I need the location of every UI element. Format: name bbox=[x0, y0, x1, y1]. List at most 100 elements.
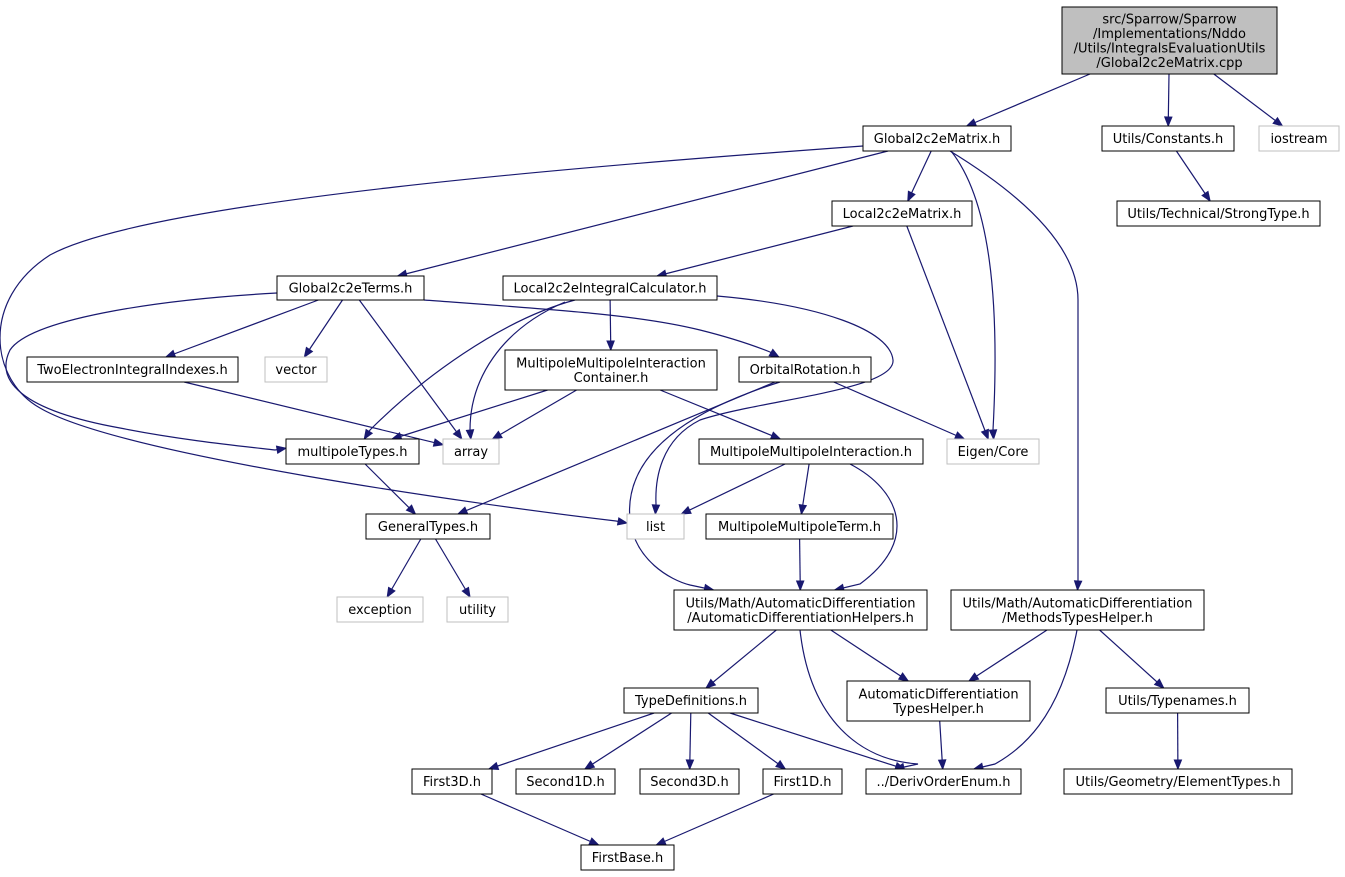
edge-mpmp_interaction_h-to-list bbox=[681, 463, 786, 515]
node-box bbox=[1101, 125, 1235, 152]
edge-arrowhead bbox=[967, 672, 980, 682]
edge-typedefinitions_h-to-first1d_h bbox=[707, 712, 786, 770]
node-box bbox=[946, 438, 1040, 465]
node-exception: exception bbox=[336, 596, 424, 623]
edge-utils_constants_h-to-utils_technical_strongtype_h bbox=[1175, 150, 1211, 202]
node-label: Eigen/Core bbox=[958, 445, 1029, 460]
edge-local2c2ematrix_h-to-local2c2eintegralcalculator_h bbox=[656, 225, 854, 277]
node-label: TypeDefinitions.h bbox=[634, 694, 747, 709]
node-label: /Utils/IntegralsEvaluationUtils bbox=[1074, 41, 1266, 56]
node-local2c2ematrix-h[interactable]: Local2c2eMatrix.h bbox=[831, 200, 973, 227]
node-firstbase-h[interactable]: FirstBase.h bbox=[580, 844, 675, 871]
node-box bbox=[264, 356, 328, 383]
node-first3d-h[interactable]: First3D.h bbox=[411, 768, 493, 795]
node-box bbox=[502, 275, 718, 301]
node-first1d-h[interactable]: First1D.h bbox=[762, 768, 843, 795]
node-mpmp-term-h[interactable]: MultipoleMultipoleTerm.h bbox=[705, 513, 894, 540]
node-label: Utils/Typenames.h bbox=[1118, 694, 1237, 709]
node-box bbox=[831, 200, 973, 227]
node-utils-typenames-h[interactable]: Utils/Typenames.h bbox=[1105, 687, 1250, 714]
node-label: exception bbox=[348, 603, 412, 618]
node-label: MultipoleMultipoleTerm.h bbox=[718, 520, 881, 535]
edge-typedefinitions_h-to-first3d_h bbox=[488, 712, 655, 770]
edge-typedefinitions_h-to-second1d_h bbox=[584, 712, 672, 770]
node-methods-types-helper-h[interactable]: Utils/Math/AutomaticDifferentiation/Meth… bbox=[950, 589, 1205, 631]
node-eigen-core: Eigen/Core bbox=[946, 438, 1040, 465]
node-root[interactable]: src/Sparrow/Sparrow/Implementations/Nddo… bbox=[1061, 6, 1278, 75]
node-label: Global2c2eMatrix.h bbox=[874, 132, 1000, 147]
node-local2c2eintegralcalculator-h[interactable]: Local2c2eIntegralCalculator.h bbox=[502, 275, 718, 301]
edge-arrowhead bbox=[491, 430, 503, 440]
node-label: Utils/Constants.h bbox=[1113, 132, 1224, 147]
node-label: Container.h bbox=[574, 371, 649, 386]
edge-arrowhead bbox=[795, 580, 805, 592]
node-box bbox=[705, 513, 894, 540]
edge-arrowhead bbox=[1073, 580, 1083, 592]
node-box bbox=[1116, 200, 1321, 227]
edge-arrowhead bbox=[1153, 678, 1165, 689]
edge-mpmp_container_h-to-multipoletypes_h bbox=[391, 389, 548, 440]
edge-global2c2ematrix_h-to-methods_types_helper_h bbox=[949, 150, 1079, 591]
node-label: /Implementations/Nddo bbox=[1093, 27, 1246, 42]
node-box bbox=[446, 596, 509, 623]
node-box bbox=[504, 349, 718, 391]
edge-local2c2eintegralcalculator_h-to-list bbox=[654, 295, 894, 515]
node-label: First1D.h bbox=[773, 775, 831, 790]
edge-multipoletypes_h-to-generaltypes_h bbox=[364, 463, 416, 515]
edge-arrowhead bbox=[980, 428, 989, 441]
node-label: vector bbox=[275, 363, 317, 378]
edge-generaltypes_h-to-utility bbox=[434, 538, 471, 598]
node-derivorderenum-h[interactable]: ../DerivOrderEnum.h bbox=[865, 768, 1022, 795]
node-generaltypes-h[interactable]: GeneralTypes.h bbox=[365, 513, 491, 540]
edge-local2c2eintegralcalculator_h-to-array bbox=[469, 301, 566, 440]
node-label: Second1D.h bbox=[526, 775, 605, 790]
node-ad-helpers-h[interactable]: Utils/Math/AutomaticDifferentiation/Auto… bbox=[673, 589, 928, 631]
edge-arrowhead bbox=[588, 837, 600, 846]
node-label: /MethodsTypesHelper.h bbox=[1002, 611, 1153, 626]
edge-arrowhead bbox=[685, 759, 695, 771]
node-orbitalrotation-h[interactable]: OrbitalRotation.h bbox=[738, 356, 872, 383]
node-twoelectronintegralindexes-h[interactable]: TwoElectronIntegralIndexes.h bbox=[26, 356, 239, 383]
node-second1d-h[interactable]: Second1D.h bbox=[515, 768, 616, 795]
edge-global2c2ematrix_h-to-global2c2eterms_h bbox=[397, 150, 889, 277]
edge-arrowhead bbox=[303, 346, 314, 359]
node-label: TwoElectronIntegralIndexes.h bbox=[36, 363, 228, 378]
node-label: /AutomaticDifferentiationHelpers.h bbox=[687, 611, 914, 626]
node-box bbox=[673, 589, 928, 631]
node-box bbox=[1063, 768, 1293, 795]
edge-arrowhead bbox=[405, 504, 417, 515]
node-utils-constants-h[interactable]: Utils/Constants.h bbox=[1101, 125, 1235, 152]
node-list: list bbox=[626, 513, 685, 540]
edge-arrowhead bbox=[988, 429, 998, 441]
edge-arrowhead bbox=[606, 340, 615, 352]
edge-arrowhead bbox=[461, 586, 471, 599]
edge-arrowhead bbox=[456, 506, 469, 515]
node-box bbox=[411, 768, 493, 795]
node-second3d-h[interactable]: Second3D.h bbox=[639, 768, 740, 795]
node-label: TypesHelper.h bbox=[892, 702, 984, 717]
node-label: MultipoleMultipoleInteraction bbox=[516, 356, 706, 371]
node-global2c2eterms-h[interactable]: Global2c2eTerms.h bbox=[276, 275, 425, 301]
node-box bbox=[26, 356, 239, 383]
edge-ad_helpers_h-to-derivorderenum_h bbox=[799, 629, 919, 770]
edge-arrowhead bbox=[583, 760, 596, 770]
node-box bbox=[442, 438, 500, 465]
edge-global2c2eterms_h-to-vector bbox=[303, 299, 343, 358]
node-global2c2ematrix-h[interactable]: Global2c2eMatrix.h bbox=[862, 125, 1012, 152]
edge-root-to-global2c2ematrix_h bbox=[966, 73, 1091, 127]
node-utils-technical-strongtype-h[interactable]: Utils/Technical/StrongType.h bbox=[1116, 200, 1321, 227]
node-box bbox=[515, 768, 616, 795]
node-box bbox=[865, 768, 1022, 795]
node-label: First3D.h bbox=[423, 775, 481, 790]
node-box bbox=[639, 768, 740, 795]
edge-methods_types_helper_h-to-utils_typenames_h bbox=[1099, 629, 1165, 689]
edge-ad_helpers_h-to-typedefinitions_h bbox=[705, 629, 777, 689]
node-label: list bbox=[646, 520, 665, 535]
node-utils-geometry-elementtypes-h[interactable]: Utils/Geometry/ElementTypes.h bbox=[1063, 768, 1293, 795]
node-mpmp-interaction-h[interactable]: MultipoleMultipoleInteraction.h bbox=[698, 438, 924, 465]
node-multipoletypes-h[interactable]: multipoleTypes.h bbox=[285, 438, 420, 465]
edge-arrowhead bbox=[363, 428, 374, 441]
node-typedefinitions-h[interactable]: TypeDefinitions.h bbox=[623, 687, 759, 714]
